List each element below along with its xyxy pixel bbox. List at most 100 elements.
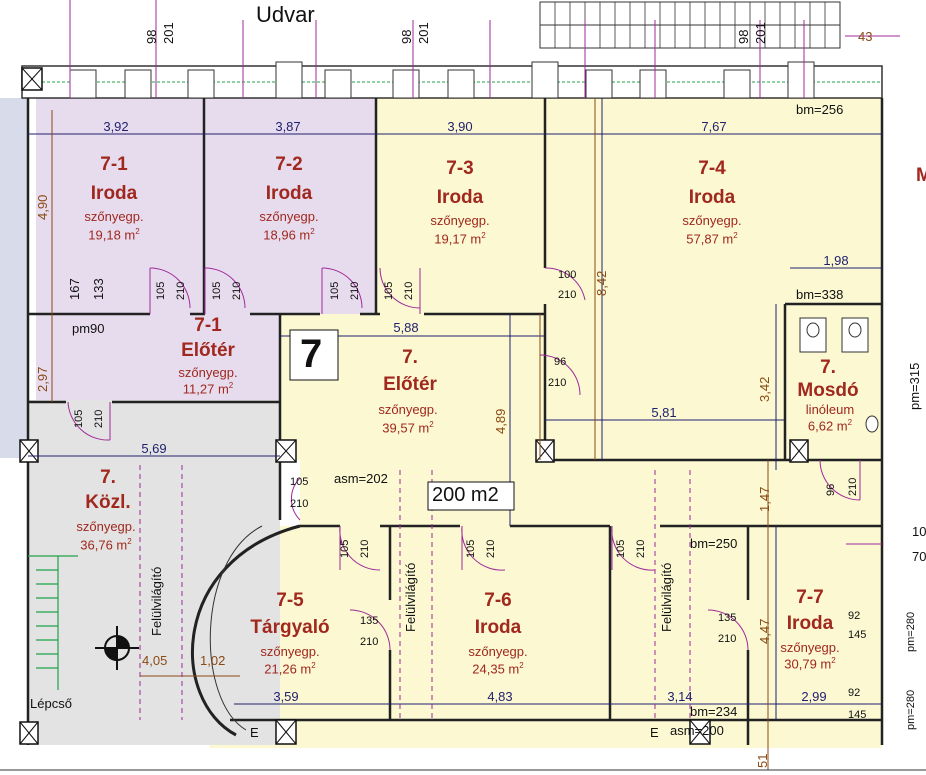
room-area: 19,17 m2 [434, 231, 486, 247]
room-floor: linóleum [805, 402, 855, 417]
partial-num: 70 [912, 549, 926, 564]
height-pm280: pm=280 [905, 689, 917, 730]
room-name: Iroda [436, 187, 484, 208]
door-w: 96 [825, 483, 837, 496]
dim-top-3: 3,90 [447, 119, 473, 134]
door-h: 210 [359, 539, 371, 558]
dim-bottom-1: 3,59 [273, 689, 299, 704]
total-area: 200 m2 [432, 484, 499, 506]
room-floor: szőnyegp. [682, 213, 742, 228]
door-h: 210 [485, 539, 497, 558]
door-w: 105 [465, 539, 477, 558]
room-name: Iroda [265, 183, 313, 204]
room-name: Iroda [90, 183, 138, 204]
partial-num: 10 [912, 524, 926, 539]
dim-bottom-4: 2,99 [801, 689, 827, 704]
exit-mark: E [250, 725, 259, 740]
dim-v-147: 1,47 [757, 486, 772, 512]
room-floor: szőnyegp. [378, 402, 438, 417]
door-h: 210 [403, 281, 415, 300]
window-mark-b: 201 [753, 22, 768, 44]
door-w: 105 [73, 409, 85, 428]
dim-v-490: 4,90 [35, 194, 50, 220]
door-h: 210 [93, 409, 105, 428]
room-id: 7. [100, 467, 116, 488]
total-area-box [427, 481, 515, 511]
door-h: 210 [718, 633, 737, 645]
dim-mid-3: 5,69 [141, 441, 167, 456]
dim-top-1: 3,92 [103, 119, 129, 134]
window-11 [723, 69, 751, 99]
room-floor: szőnyegp. [260, 644, 320, 659]
door-w: 105 [155, 281, 167, 300]
room-id: 7-6 [484, 590, 512, 611]
dim-bottom-3: 3,14 [667, 689, 693, 704]
door-swings [67, 267, 861, 651]
skylights [139, 465, 691, 720]
room-name: Iroda [474, 617, 522, 638]
height-pm90: pm90 [72, 321, 105, 336]
skylight-label: Felülvilágító [403, 562, 418, 632]
exit-mark: E [650, 725, 659, 740]
room-floor: szőnyegp. [780, 640, 840, 655]
room-id: 7-1 [194, 315, 222, 336]
door-h: 210 [360, 636, 379, 648]
door-w: 100 [558, 269, 577, 281]
fill-south-rooms [210, 526, 882, 748]
room-id: 7-5 [276, 590, 304, 611]
fill-room-7-1-7-2 [36, 98, 376, 314]
room-floor: szőnyegp. [84, 209, 144, 224]
window-4 [275, 61, 303, 99]
room-floor: szőnyegp. [76, 519, 136, 534]
door-w: 105 [615, 539, 627, 558]
room-area: 39,57 m2 [382, 420, 434, 436]
dim-102: 1,02 [200, 653, 226, 668]
door-h: 210 [847, 477, 859, 496]
height-asm202: asm=202 [334, 471, 388, 486]
window-12 [787, 61, 815, 99]
courtyard-label: Udvar [256, 2, 315, 27]
dim-bottom-2: 4,83 [487, 689, 513, 704]
window-mark-a: 98 [736, 29, 751, 44]
fill-left-strip [0, 98, 28, 458]
fill-room-7-1-eloter [36, 314, 280, 402]
room-name: Tárgyaló [250, 617, 330, 638]
curved-wall [191, 524, 301, 737]
small-num: 92 [848, 687, 861, 699]
room-id: 7-7 [796, 587, 824, 608]
grid-lines [69, 0, 900, 545]
door-h: 210 [635, 539, 647, 558]
window-7 [447, 69, 475, 99]
level-marker-icon [95, 626, 139, 670]
room-area: 11,27 m2 [182, 381, 234, 397]
room-id: 7-2 [275, 154, 303, 175]
dim-lines-brown [51, 98, 769, 770]
window-5 [324, 69, 352, 99]
door-w: 135 [360, 615, 379, 627]
room-floor: szőnyegp. [259, 209, 319, 224]
window-8 [531, 61, 559, 99]
room-area: 18,96 m2 [263, 227, 315, 243]
skylight-label: Felülvilágító [659, 562, 674, 632]
small-num: 145 [848, 709, 867, 721]
room-area: 24,35 m2 [472, 661, 524, 677]
height-pm315: pm=315 [907, 362, 922, 410]
partial-room: M [916, 165, 926, 186]
height-bm338: bm=338 [796, 287, 844, 302]
stair-treads [554, 2, 826, 48]
dim-top-4: 7,67 [701, 119, 727, 134]
dim-v-133: 133 [91, 278, 106, 300]
stair-bottom [28, 555, 78, 690]
room-name: Közl. [85, 492, 131, 513]
dim-v-342: 3,42 [757, 376, 772, 402]
door-h: 210 [175, 281, 187, 300]
window-mark-a: 98 [144, 29, 159, 44]
window-mark-a: 98 [399, 29, 414, 44]
window-1 [69, 69, 97, 99]
door-h: 210 [548, 377, 567, 389]
dim-v-167: 167 [67, 278, 82, 300]
window-mark-b: 201 [161, 22, 176, 44]
small-num: 92 [848, 610, 861, 622]
